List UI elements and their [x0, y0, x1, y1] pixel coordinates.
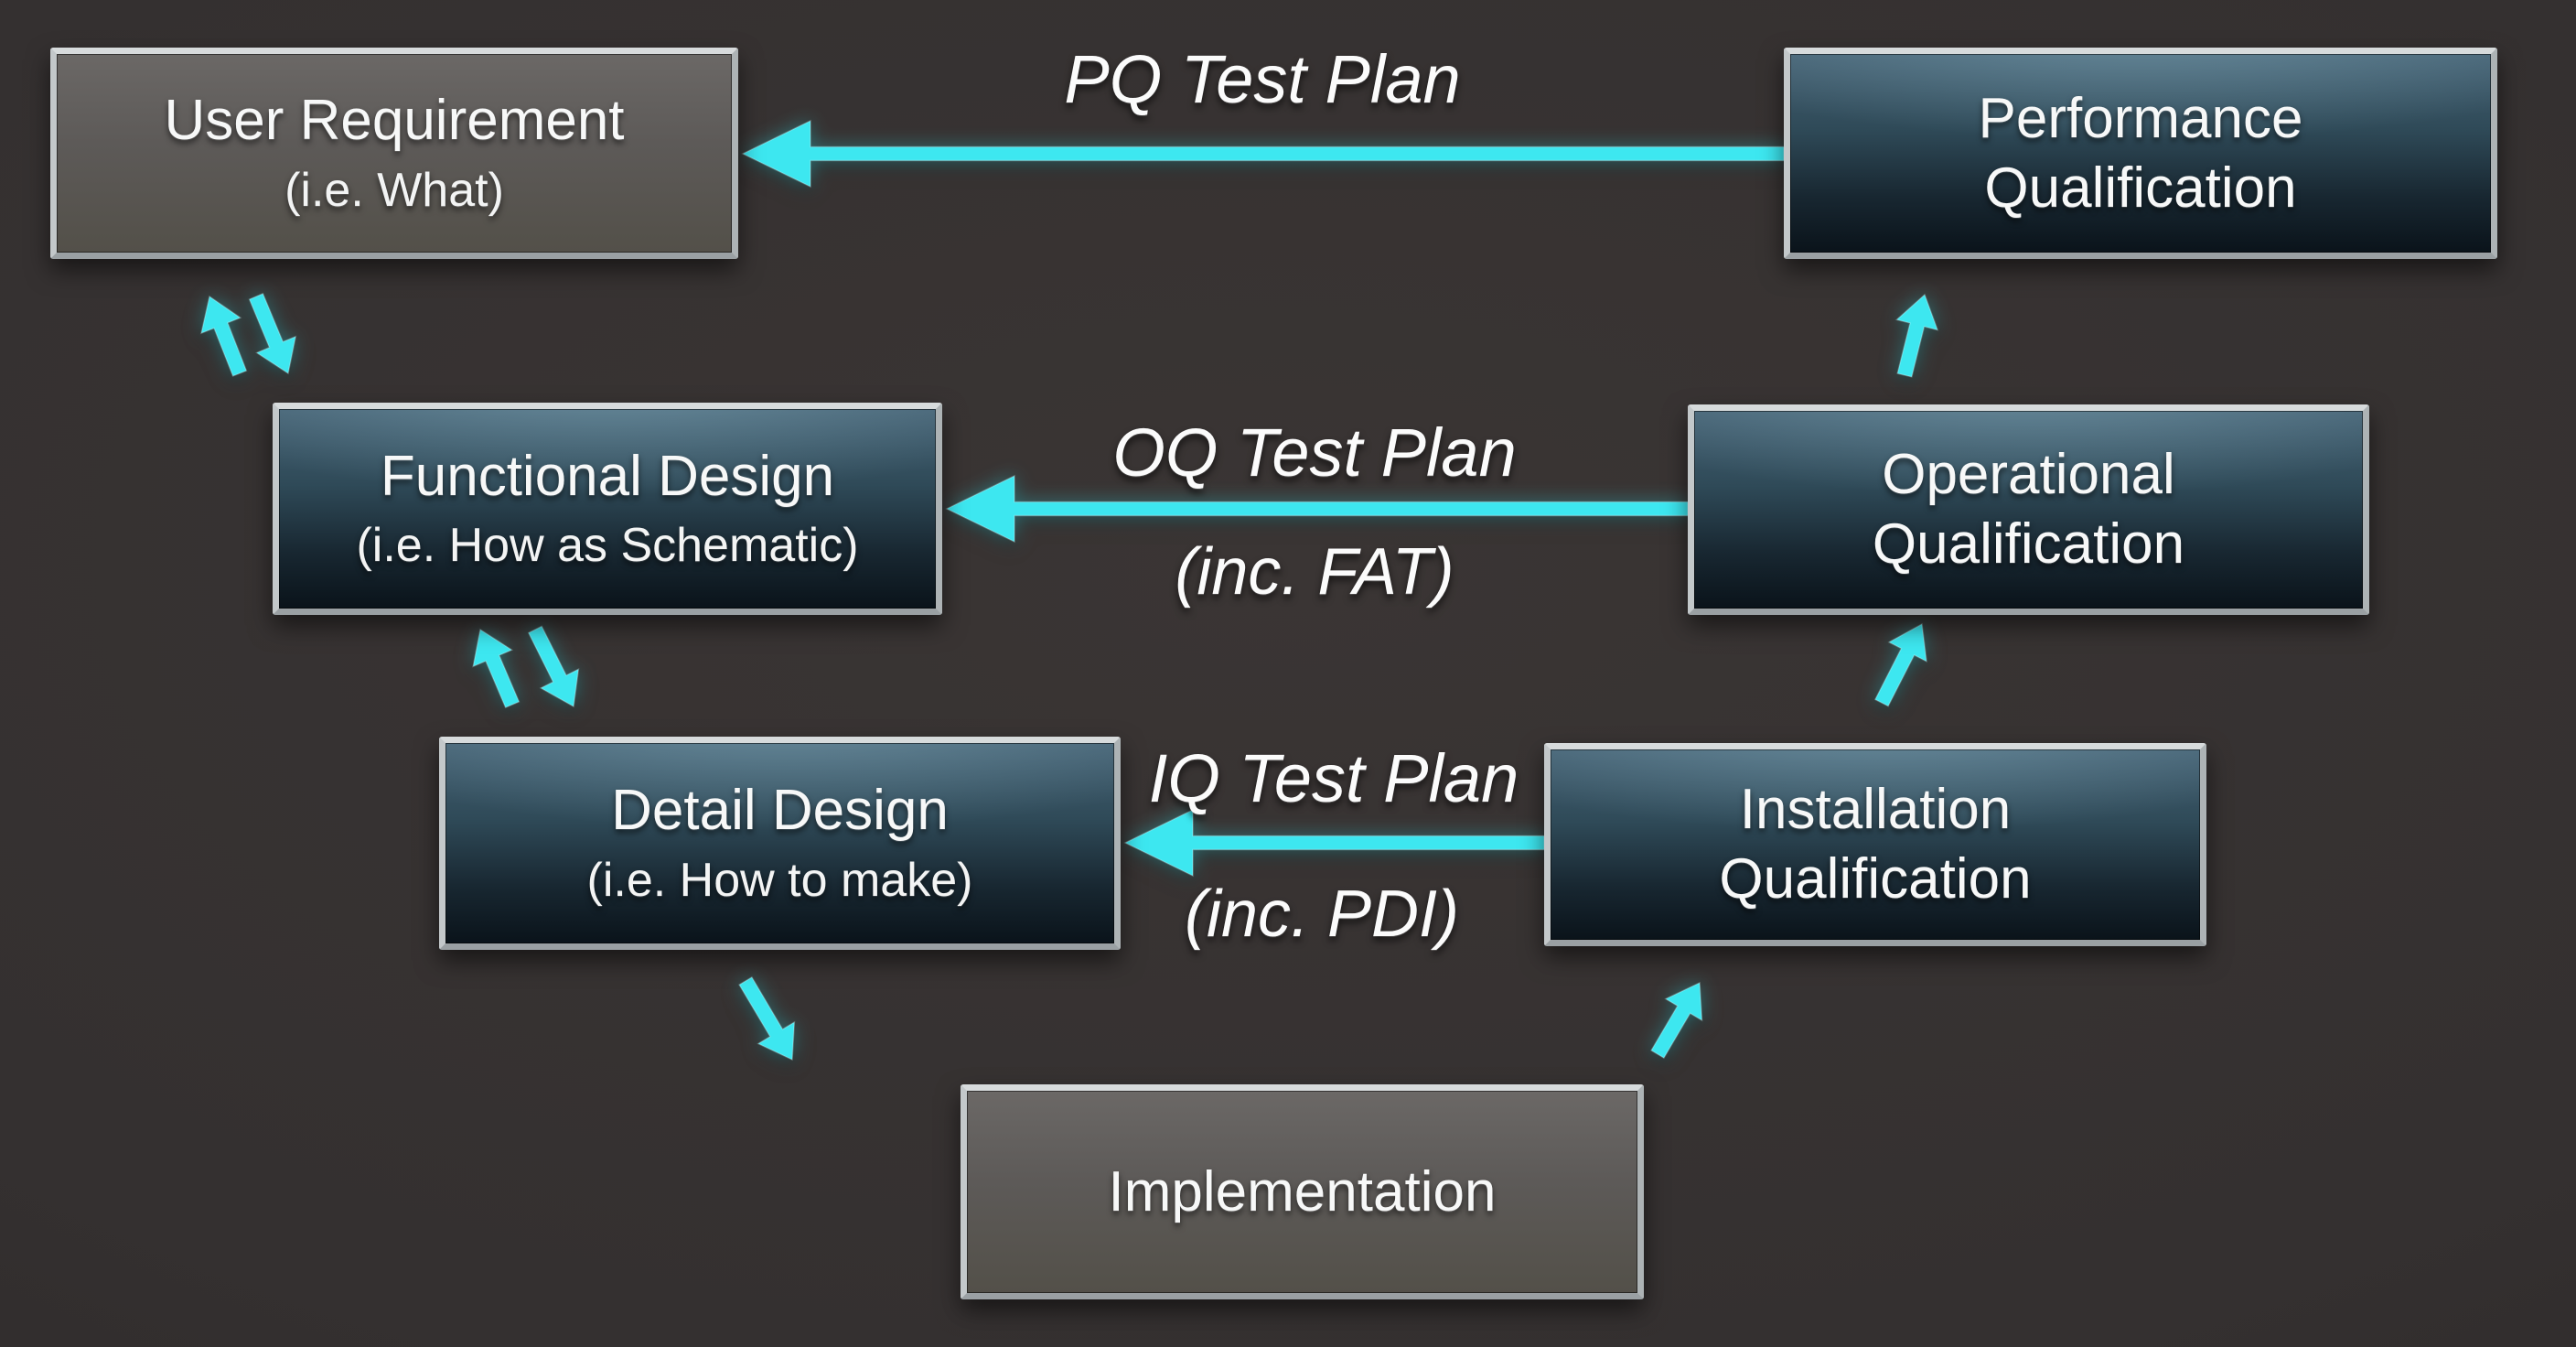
arrow-fd-to-ur [199, 295, 248, 377]
label-iq-inc-pdi: (inc. PDI) [1184, 878, 1460, 951]
label-oq-inc-fat: (inc. FAT) [1175, 535, 1454, 609]
arrow-oq-to-fd [945, 474, 1689, 544]
box-subtitle: (i.e. How as Schematic) [356, 519, 859, 573]
arrow-iq-to-dd [1123, 808, 1545, 878]
box-title: Functional Design [380, 444, 835, 508]
arrow-implementation-to-iq [1650, 981, 1703, 1060]
arrow-fd-to-dd [527, 625, 580, 708]
box-operational-qualification: Operational Qualification [1688, 404, 2369, 615]
box-title: Installation Qualification [1719, 778, 2032, 911]
box-title: Performance Qualification [1978, 86, 2303, 220]
arrow-dd-to-fd [472, 628, 521, 709]
arrow-oq-to-pq [1894, 293, 1939, 378]
box-title: User Requirement [164, 89, 625, 153]
label-oq-test-plan: OQ Test Plan [1112, 415, 1517, 490]
box-title: Operational Qualification [1872, 443, 2185, 576]
label-pq-test-plan: PQ Test Plan [1064, 41, 1461, 117]
box-installation-qualification: Installation Qualification [1544, 743, 2206, 946]
arrow-dd-to-implementation [738, 975, 796, 1061]
box-subtitle: (i.e. How to make) [586, 853, 973, 907]
box-performance-qualification: Performance Qualification [1784, 48, 2497, 259]
box-implementation: Implementation [961, 1084, 1644, 1299]
box-title: Implementation [1108, 1159, 1497, 1223]
box-title: Detail Design [611, 779, 949, 843]
box-functional-design: Functional Design (i.e. How as Schematic… [273, 403, 942, 615]
arrow-pq-to-ur [741, 119, 1785, 189]
box-detail-design: Detail Design (i.e. How to make) [439, 737, 1121, 950]
box-subtitle: (i.e. What) [284, 163, 504, 217]
box-user-requirement: User Requirement (i.e. What) [50, 48, 738, 259]
arrow-iq-to-oq [1873, 622, 1927, 707]
arrow-ur-to-fd [248, 292, 297, 375]
label-iq-test-plan: IQ Test Plan [1148, 740, 1519, 816]
